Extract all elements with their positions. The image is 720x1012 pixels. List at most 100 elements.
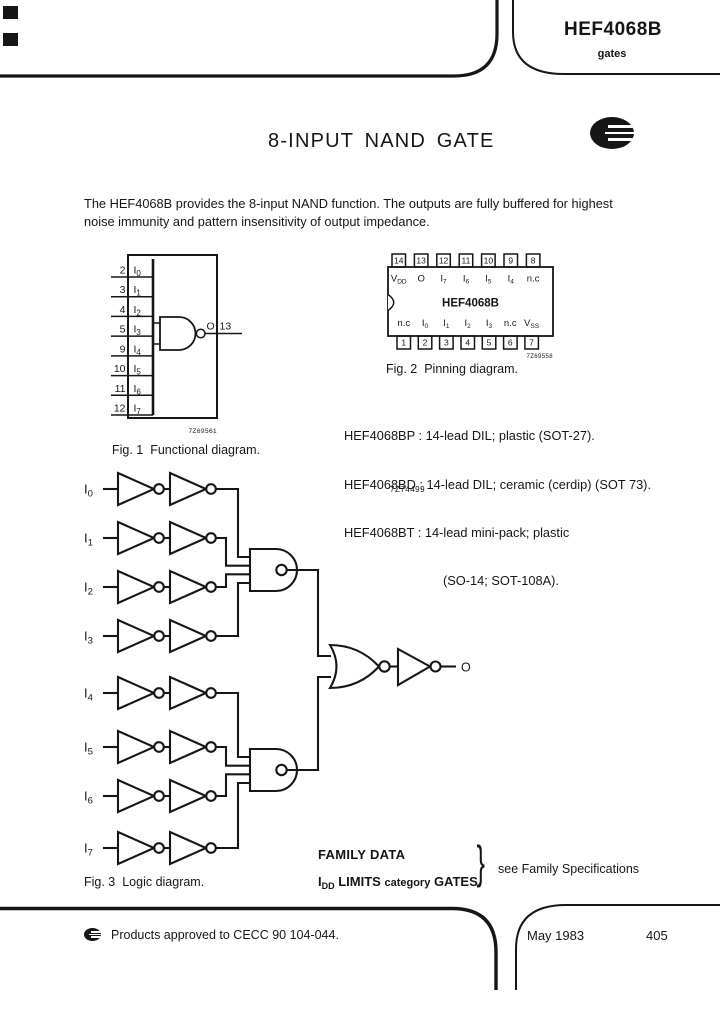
svg-text:3: 3	[444, 338, 449, 348]
svg-text:I1: I1	[443, 318, 450, 330]
svg-text:11: 11	[462, 256, 471, 266]
double-inverter-icon	[101, 569, 217, 605]
bottom-border	[0, 904, 720, 990]
philips-logo-icon	[590, 117, 634, 149]
package-line: HEF4068BD : 14-lead DIL; ceramic (cerdip…	[344, 476, 652, 492]
idd-category-text: category	[384, 877, 431, 889]
svg-text:I0: I0	[422, 318, 429, 330]
fig1-caption: Fig. 1 Functional diagram.	[112, 443, 260, 457]
fig2-top-pin-numbers: 14 13 12 11 10 9 8	[394, 256, 536, 266]
svg-text:I1: I1	[134, 284, 142, 298]
svg-text:n.c: n.c	[504, 318, 517, 329]
family-specifications-note: see Family Specifications	[498, 862, 640, 876]
package-line: (SO-14; SOT-108A).	[443, 573, 559, 589]
svg-text:10: 10	[484, 256, 494, 266]
svg-text:n.c: n.c	[527, 274, 540, 285]
brace-glyph: }	[476, 836, 485, 888]
double-inverter-icon	[101, 520, 217, 556]
idd-limits-line: IDD LIMITS category GATES	[318, 874, 478, 891]
functional-diagram-figure: 2 3 4 5 9 10 11 12 I0 I1 I2 I3 I4 I5 I6 …	[111, 254, 242, 435]
fig2-drawing-code: 7Z69558	[527, 354, 554, 360]
svg-text:I0: I0	[134, 265, 142, 279]
fig2-bottom-pin-labels: n.c I0 I1 I2 I3 n.c VSS	[397, 318, 539, 330]
svg-text:9: 9	[120, 343, 126, 355]
philips-logo-icon	[84, 928, 101, 941]
svg-text:8: 8	[531, 256, 536, 266]
svg-text:9: 9	[508, 256, 513, 266]
svg-text:14: 14	[394, 256, 404, 266]
fig2-bottom-pin-numbers: 1 2 3 4 5 6 7	[401, 338, 534, 348]
svg-text:7: 7	[529, 338, 534, 348]
double-inverter-icon	[101, 675, 217, 711]
inverter-icon	[396, 647, 433, 687]
double-inverter-icon	[101, 778, 217, 814]
svg-text:I2: I2	[134, 304, 142, 318]
logic-diagram-figure: I0 I1 I2 I3 I4 I5 I6 I7 O 7Z74499	[84, 471, 471, 866]
svg-text:12: 12	[114, 403, 126, 415]
svg-text:I6: I6	[463, 274, 470, 286]
family-data-heading: FAMILY DATA	[318, 847, 406, 862]
double-inverter-icon	[101, 618, 217, 654]
svg-text:I7: I7	[134, 403, 142, 417]
svg-text:10: 10	[114, 363, 126, 375]
package-list: HEF4068BP : 14-lead DIL; plastic (SOT-27…	[344, 396, 651, 622]
idd-subscript: DD	[321, 881, 335, 891]
footer-page-number: 405	[646, 928, 668, 943]
svg-text:5: 5	[487, 338, 492, 348]
svg-text:I2: I2	[465, 318, 472, 330]
svg-text:I0: I0	[84, 482, 93, 500]
svg-text:5: 5	[120, 324, 126, 336]
double-inverter-icon	[101, 729, 217, 765]
approval-text: Products approved to CECC 90 104-044.	[111, 928, 339, 942]
svg-text:6: 6	[508, 338, 513, 348]
fig1-lines	[111, 254, 242, 419]
fig1-output-pin: 13	[220, 321, 232, 333]
svg-text:3: 3	[120, 284, 126, 296]
svg-text:2: 2	[120, 265, 126, 277]
double-inverter-icon	[101, 830, 217, 866]
double-inverter-icon	[101, 471, 217, 507]
nand-gate-icon	[159, 316, 197, 351]
svg-text:O: O	[417, 274, 424, 285]
header-category: gates	[597, 48, 627, 60]
nor-gate-icon	[328, 643, 381, 690]
fig1-pin-numbers: 2 3 4 5 9 10 11 12	[114, 265, 126, 415]
svg-text:11: 11	[115, 383, 126, 395]
svg-text:VSS: VSS	[524, 318, 540, 330]
svg-text:I4: I4	[84, 686, 93, 704]
header-part-number: HEF4068B	[564, 19, 662, 40]
svg-text:I3: I3	[134, 324, 142, 338]
svg-text:12: 12	[439, 256, 449, 266]
svg-text:I1: I1	[84, 531, 93, 549]
svg-text:I4: I4	[508, 274, 515, 286]
page-title: 8-INPUT NAND GATE	[268, 130, 495, 152]
idd-symbol: I	[318, 874, 322, 889]
svg-text:2: 2	[423, 338, 428, 348]
svg-text:1: 1	[401, 338, 406, 348]
fig2-caption: Fig. 2 Pinning diagram.	[386, 362, 519, 376]
svg-text:I3: I3	[486, 318, 493, 330]
idd-text: GATES	[430, 874, 478, 889]
pin1-notch-icon	[387, 293, 395, 312]
fig3-input-labels: I0 I1 I2 I3 I4 I5 I6 I7	[84, 482, 93, 859]
svg-text:VDD: VDD	[391, 274, 407, 286]
svg-text:4: 4	[120, 304, 126, 316]
svg-text:I5: I5	[84, 740, 93, 758]
svg-text:13: 13	[416, 256, 426, 266]
fig2-top-pin-labels: VDD O I7 I6 I5 I4 n.c	[391, 274, 540, 286]
pinning-diagram-figure: 14 13 12 11 10 9 8 VDD O I7 I6 I5 I4 n.c…	[387, 253, 554, 360]
svg-text:I6: I6	[84, 789, 93, 807]
svg-text:I5: I5	[485, 274, 492, 286]
svg-text:I2: I2	[84, 580, 93, 598]
svg-text:I6: I6	[134, 383, 142, 397]
fig3-gates-and-wires	[101, 471, 456, 866]
fig3-drawing-code: 7Z74499	[390, 485, 425, 494]
svg-text:n.c: n.c	[397, 318, 410, 329]
fig3-output-label: O	[461, 661, 471, 675]
idd-text: LIMITS	[334, 874, 385, 889]
description: The HEF4068B provides the 8-input NAND f…	[84, 196, 613, 229]
fig1-input-labels: I0 I1 I2 I3 I4 I5 I6 I7	[134, 265, 142, 417]
registration-mark	[3, 6, 18, 19]
fig2-chip-label: HEF4068B	[442, 298, 499, 310]
